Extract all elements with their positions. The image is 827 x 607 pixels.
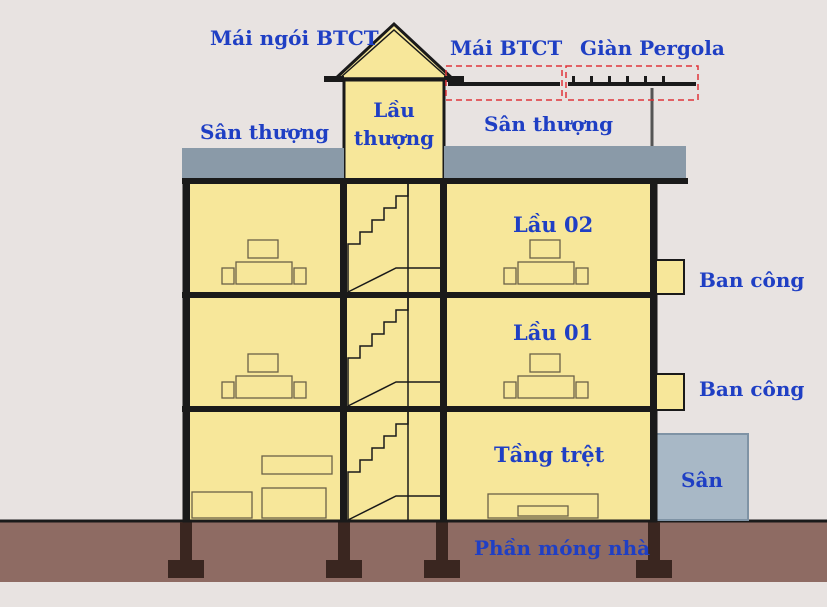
roof-btct-highlight (445, 65, 563, 101)
balcony-upper (655, 259, 685, 295)
stair-tower (342, 76, 446, 184)
staircases (347, 184, 440, 521)
bedroom-furniture (221, 239, 589, 399)
terrace-slab-left (182, 148, 344, 180)
pergola-highlight (565, 65, 699, 101)
roof-gable (330, 21, 458, 82)
label-terrace-right: Sân thượng (484, 112, 614, 136)
floor-slabs (182, 178, 688, 412)
columns (183, 180, 657, 522)
label-top-floor-1: Lầu (373, 98, 415, 122)
label-pergola: Giàn Pergola (580, 36, 725, 60)
footings (168, 522, 672, 578)
label-terrace-left: Sân thượng (200, 120, 330, 144)
label-foundation: Phần móng nhà (474, 536, 651, 560)
label-yard: Sân (681, 468, 723, 492)
label-roof-concrete: Mái BTCT (450, 36, 563, 60)
terrace-slab-right (444, 146, 686, 180)
label-roof-tile: Mái ngói BTCT (210, 26, 379, 50)
label-ground-floor: Tầng trệt (494, 442, 605, 467)
pergola-beams (568, 76, 696, 86)
label-balcony-lower: Ban công (699, 377, 805, 401)
label-top-floor-2: thượng (353, 126, 435, 150)
label-floor-1: Lầu 01 (513, 320, 594, 345)
ground-furniture (191, 455, 599, 519)
ground-lower-band (0, 582, 827, 607)
label-balcony-upper: Ban công (699, 268, 805, 292)
balcony-lower (655, 373, 685, 411)
ground-soil (0, 522, 827, 582)
label-floor-2: Lầu 02 (513, 212, 594, 237)
